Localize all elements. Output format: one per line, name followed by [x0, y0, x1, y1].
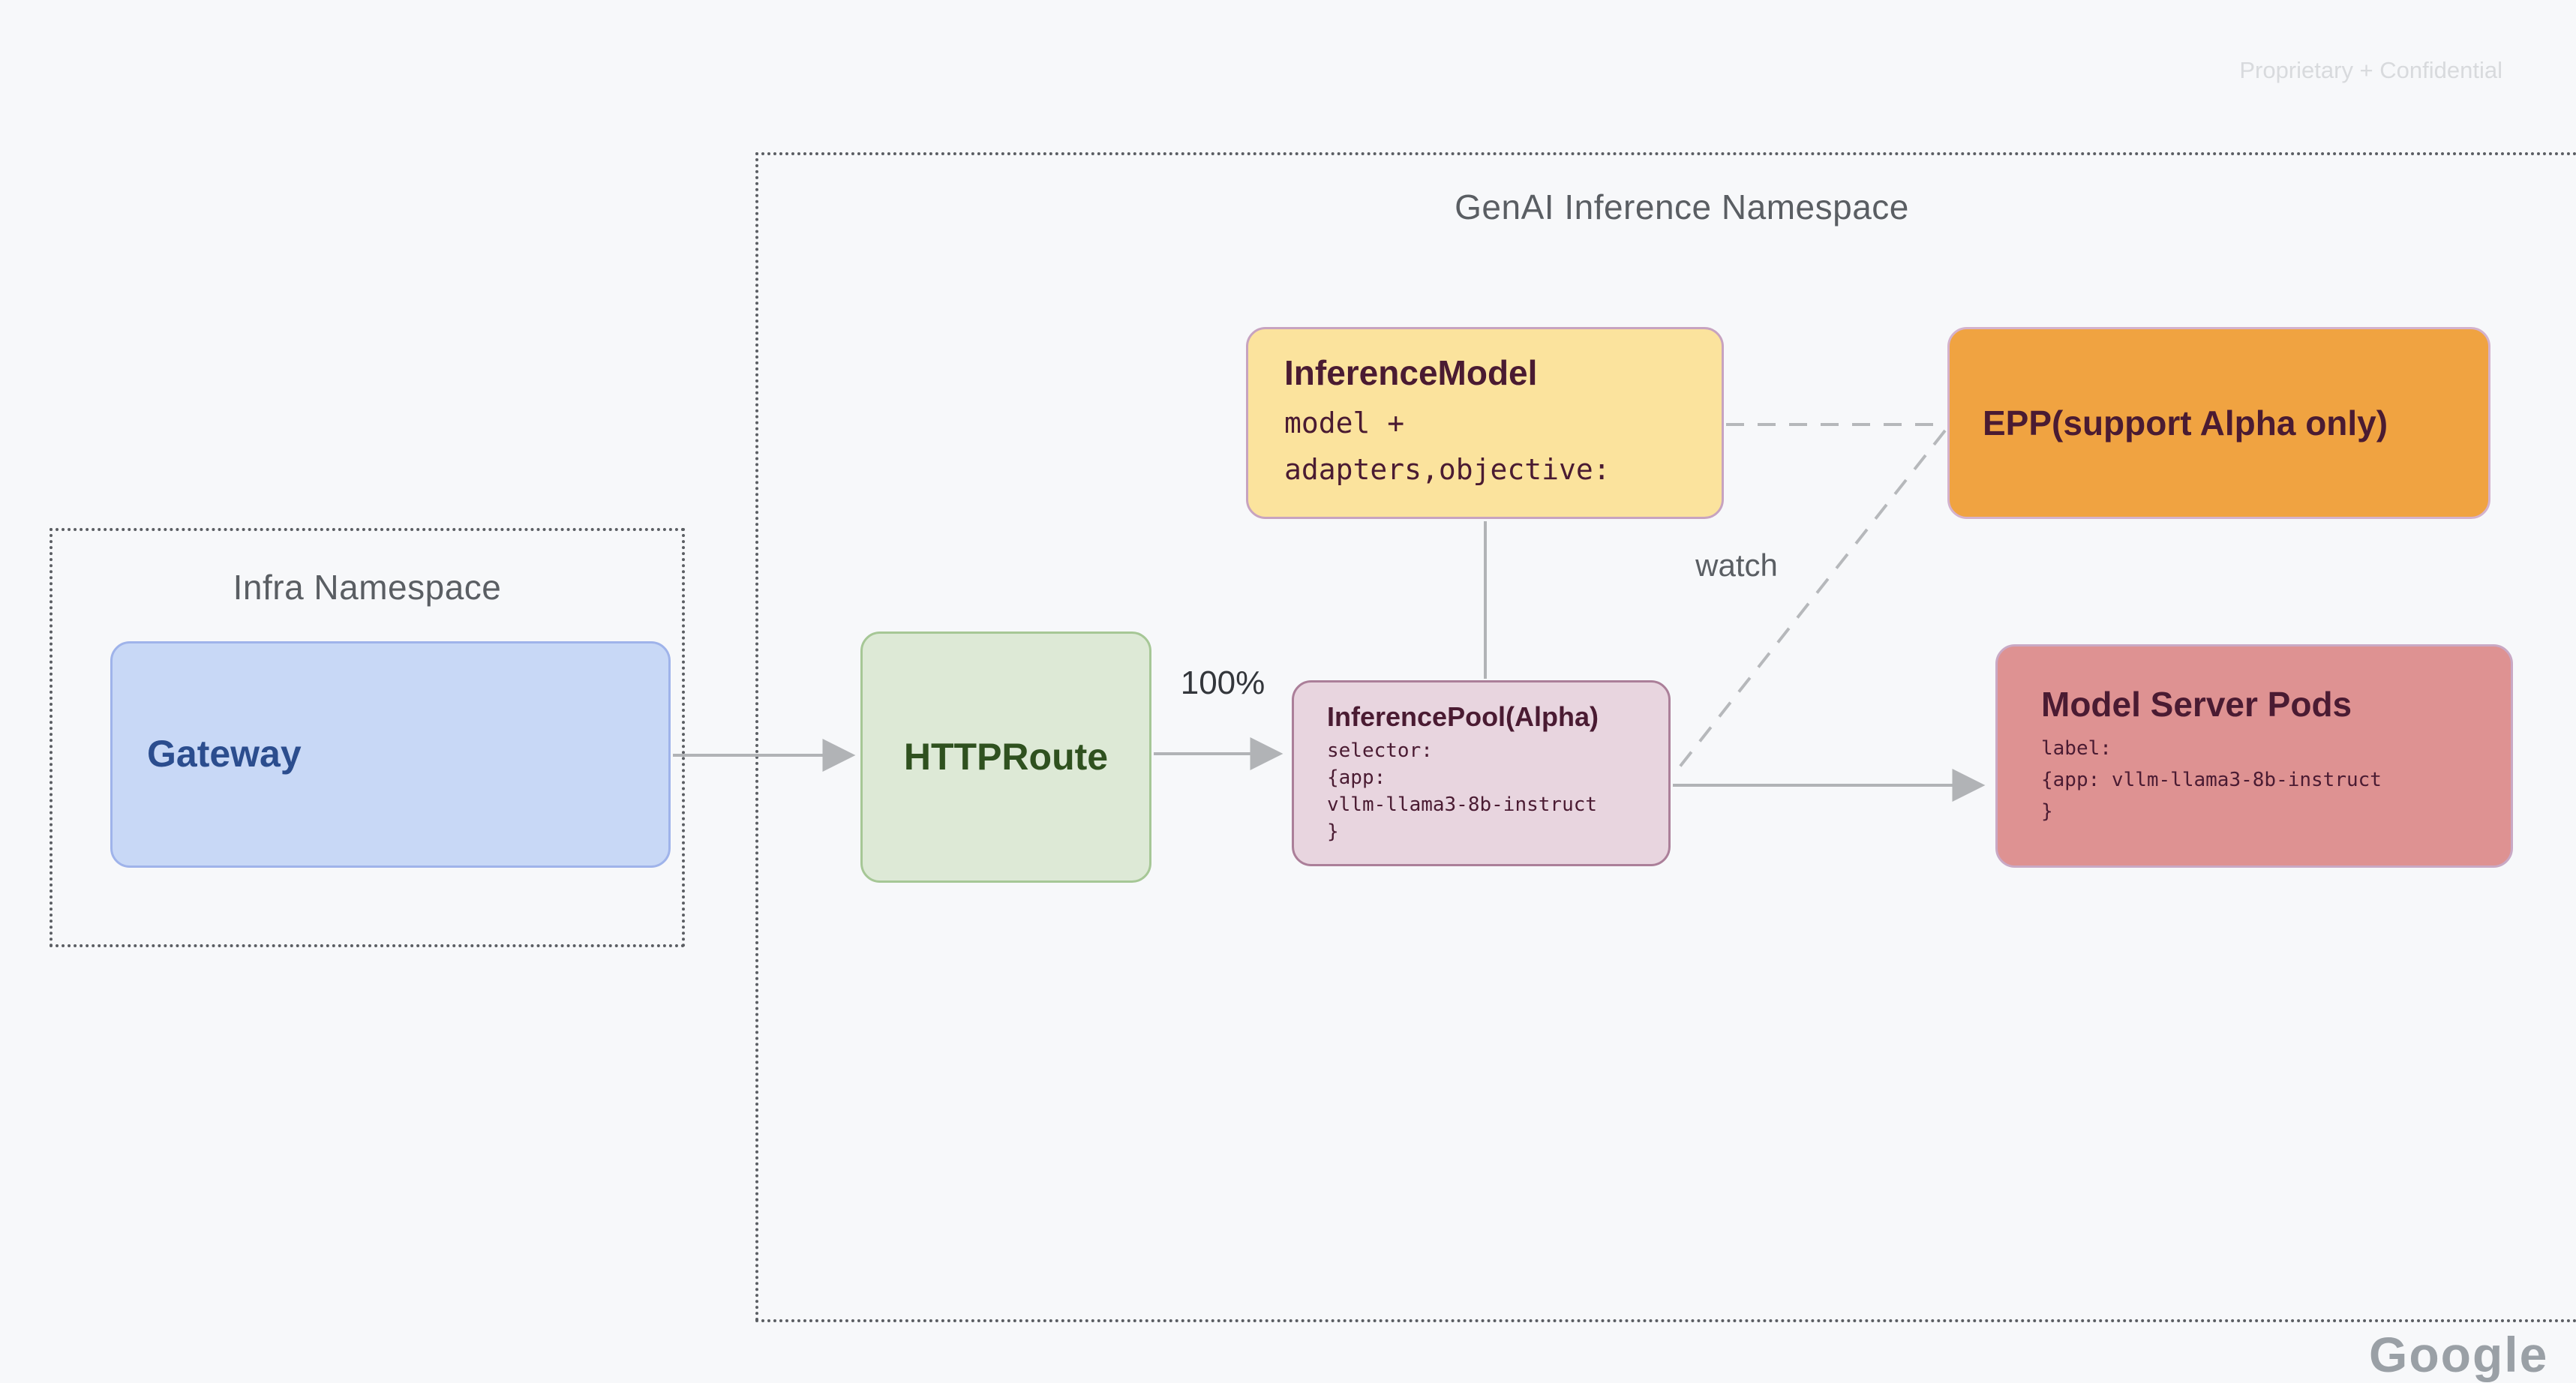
- inference-pool-body: selector: {app: vllm-llama3-8b-instruct …: [1327, 739, 1598, 843]
- inference-model-node: InferenceModel model + adapters,objectiv…: [1246, 327, 1724, 519]
- gateway-title: Gateway: [147, 733, 302, 776]
- infra-namespace-box: Infra Namespace: [50, 528, 685, 947]
- watch-label: watch: [1695, 548, 1778, 583]
- infra-namespace-title: Infra Namespace: [233, 568, 502, 607]
- diagram-canvas: Proprietary + Confidential Infra Namespa…: [50, 57, 2576, 1382]
- inference-model-title: InferenceModel: [1284, 352, 1538, 392]
- watermark-text: Proprietary + Confidential: [2239, 57, 2502, 83]
- google-logo-partial: Google: [2369, 1327, 2549, 1382]
- httproute-node: HTTPRoute: [860, 632, 1151, 883]
- route-weight-label: 100%: [1180, 664, 1265, 701]
- genai-namespace-title: GenAI Inference Namespace: [1455, 188, 1909, 226]
- inference-model-body: model + adapters,objective:: [1284, 406, 1611, 487]
- model-server-pods-title: Model Server Pods: [2041, 684, 2352, 724]
- genai-namespace-box: GenAI Inference Namespace: [755, 152, 2576, 1322]
- gateway-node: Gateway: [110, 641, 671, 868]
- epp-title: EPP(support Alpha only): [1983, 403, 2388, 442]
- epp-node: EPP(support Alpha only): [1947, 327, 2490, 519]
- inference-pool-title: InferencePool(Alpha): [1327, 701, 1599, 733]
- inference-pool-node: InferencePool(Alpha) selector: {app: vll…: [1292, 680, 1671, 866]
- model-server-pods-node: Model Server Pods label: {app: vllm-llam…: [1995, 644, 2513, 868]
- httproute-title: HTTPRoute: [903, 735, 1109, 778]
- model-server-pods-body: label: {app: vllm-llama3-8b-instruct }: [2041, 737, 2382, 824]
